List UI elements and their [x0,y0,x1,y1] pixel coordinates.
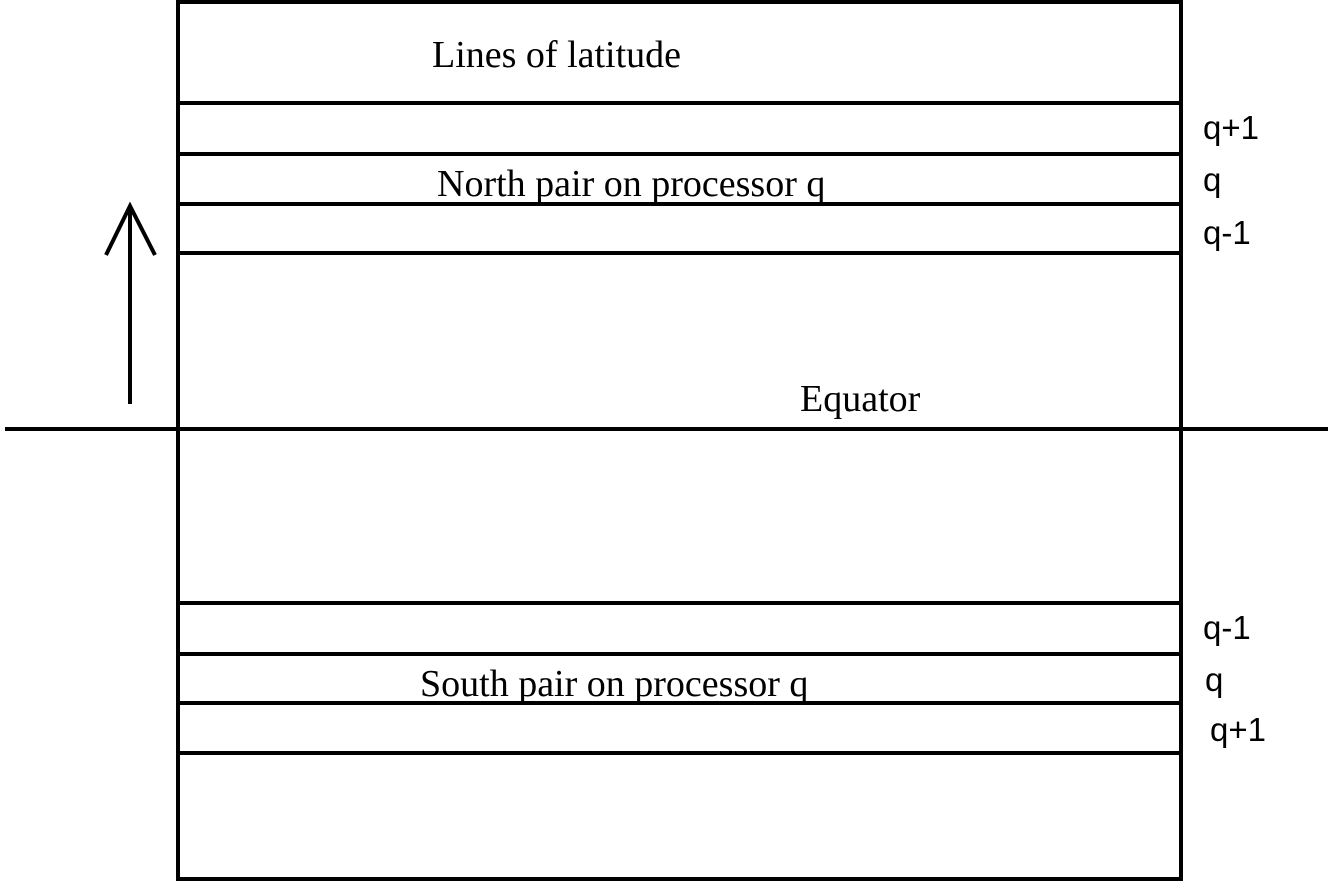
south-index-label: q [1205,661,1223,698]
north-index-label: q-1 [1203,214,1251,251]
south-pair-label: South pair on processor q [420,663,808,705]
south-index-label: q-1 [1203,609,1251,646]
south-index-label: q+1 [1210,711,1266,748]
domain-rectangle [176,0,1183,881]
north-index-label: q [1203,161,1221,198]
lines-of-latitude-label: Lines of latitude [432,34,681,76]
north-index-label: q+1 [1203,109,1259,146]
north-pair-label: North pair on processor q [437,163,825,205]
equator-label: Equator [800,378,921,420]
north-arrow-icon [104,201,157,404]
